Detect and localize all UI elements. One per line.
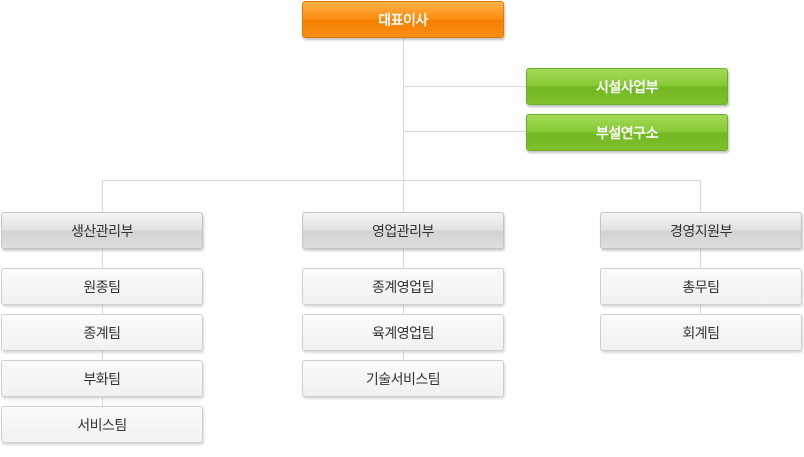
team-box: 종계팀 bbox=[1, 314, 203, 351]
ceo-box: 대표이사 bbox=[302, 1, 504, 38]
connector-ceo-trunk bbox=[403, 37, 404, 270]
dept-box-sales: 영업관리부 bbox=[302, 212, 504, 249]
dept-box-management: 경영지원부 bbox=[600, 212, 802, 249]
team-box: 종계영업팀 bbox=[302, 268, 504, 305]
team-box: 기술서비스팀 bbox=[302, 360, 504, 397]
connector-staff-1 bbox=[403, 86, 527, 87]
connector-dept-horizontal bbox=[102, 180, 701, 181]
staff-box-research: 부설연구소 bbox=[526, 114, 728, 151]
connector-staff-2 bbox=[403, 131, 527, 132]
connector-dept-2-teams bbox=[403, 248, 404, 362]
team-box: 회계팀 bbox=[600, 314, 802, 351]
team-box: 육계영업팀 bbox=[302, 314, 504, 351]
team-box: 서비스팀 bbox=[1, 406, 203, 443]
staff-box-facility: 시설사업부 bbox=[526, 68, 728, 105]
team-box: 원종팀 bbox=[1, 268, 203, 305]
team-box: 부화팀 bbox=[1, 360, 203, 397]
connector-dept-1-drop bbox=[102, 180, 103, 213]
connector-dept-3-drop bbox=[700, 180, 701, 213]
dept-box-production: 생산관리부 bbox=[1, 212, 203, 249]
team-box: 총무팀 bbox=[600, 268, 802, 305]
